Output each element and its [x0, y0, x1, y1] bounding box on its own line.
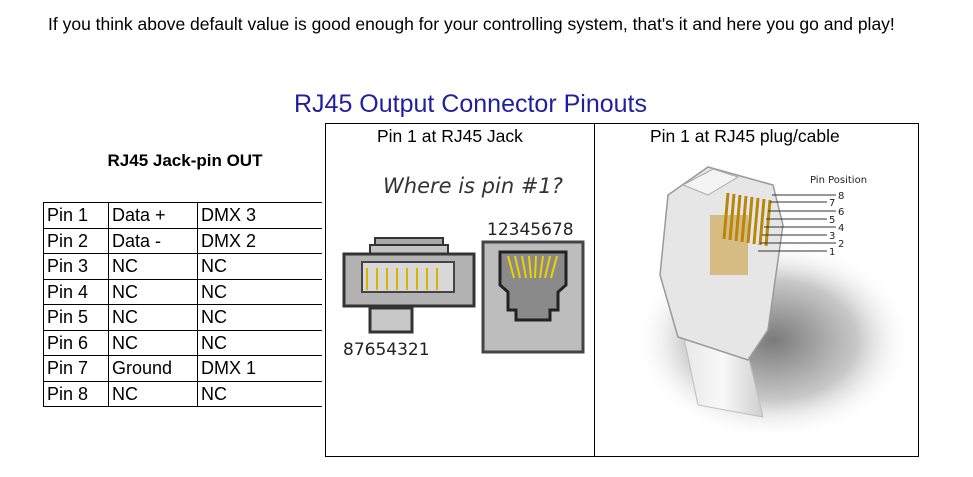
- pin-number-4: 4: [838, 223, 844, 234]
- pinout-panel: [325, 123, 919, 457]
- pin-number-6: 6: [838, 207, 844, 218]
- pin-leader-lines: [758, 194, 836, 252]
- table-cell: NC: [108, 278, 198, 305]
- jack-front-view-icon: [481, 240, 585, 354]
- table-cell: NC: [197, 278, 322, 305]
- table-cell: NC: [197, 329, 322, 356]
- table-cell: DMX 2: [197, 227, 322, 254]
- pin-number-7: 7: [829, 198, 835, 209]
- table-cell: Pin 5: [43, 304, 109, 331]
- table-cell: Ground: [108, 355, 198, 382]
- intro-text: If you think above default value is good…: [48, 14, 895, 34]
- jack-column-header: Pin 1 at RJ45 Jack: [377, 126, 523, 146]
- rj45-jack-illustration: Where is pin #1? 87654321 12345678: [342, 174, 585, 360]
- table-cell: Pin 6: [43, 329, 109, 356]
- table-cell: NC: [197, 253, 322, 280]
- table-cell: DMX 1: [197, 355, 322, 382]
- table-cell: Pin 4: [43, 278, 109, 305]
- pin-number-8: 8: [838, 191, 844, 202]
- pin-position-numbers: 8 7 6 5 4 3 2 1: [829, 191, 844, 258]
- table-cell: Pin 3: [43, 253, 109, 280]
- jack-front-numbers: 12345678: [487, 220, 574, 240]
- rj45-plug-illustration: Pin Position 8 7 6 5 4 3 2 1: [633, 166, 913, 440]
- jack-table-title: RJ45 Jack-pin OUT: [107, 151, 263, 170]
- pin-number-5: 5: [829, 215, 835, 226]
- jack-back-numbers: 87654321: [343, 340, 430, 360]
- table-cell: Pin 1: [43, 202, 109, 229]
- table-cell: Data +: [108, 202, 198, 229]
- table-cell: NC: [197, 380, 322, 407]
- pin-number-3: 3: [829, 231, 835, 242]
- pin-number-2: 2: [838, 239, 844, 250]
- table-cell: Data -: [108, 227, 198, 254]
- table-cell: Pin 7: [43, 355, 109, 382]
- page-heading: RJ45 Output Connector Pinouts: [294, 90, 647, 118]
- table-cell: NC: [108, 329, 198, 356]
- pin-number-1: 1: [829, 247, 835, 258]
- table-cell: NC: [108, 253, 198, 280]
- table-cell: Pin 2: [43, 227, 109, 254]
- table-cell: NC: [108, 380, 198, 407]
- pin-position-label: Pin Position: [810, 175, 867, 186]
- plug-column-header: Pin 1 at RJ45 plug/cable: [650, 126, 840, 146]
- table-cell: NC: [197, 304, 322, 331]
- table-cell: NC: [108, 304, 198, 331]
- panel-divider: [594, 123, 595, 457]
- jack-back-view-icon: [342, 237, 476, 334]
- table-cell: DMX 3: [197, 202, 322, 229]
- jack-question-text: Where is pin #1?: [383, 174, 563, 198]
- plug-body-icon: [659, 166, 784, 418]
- table-cell: Pin 8: [43, 380, 109, 407]
